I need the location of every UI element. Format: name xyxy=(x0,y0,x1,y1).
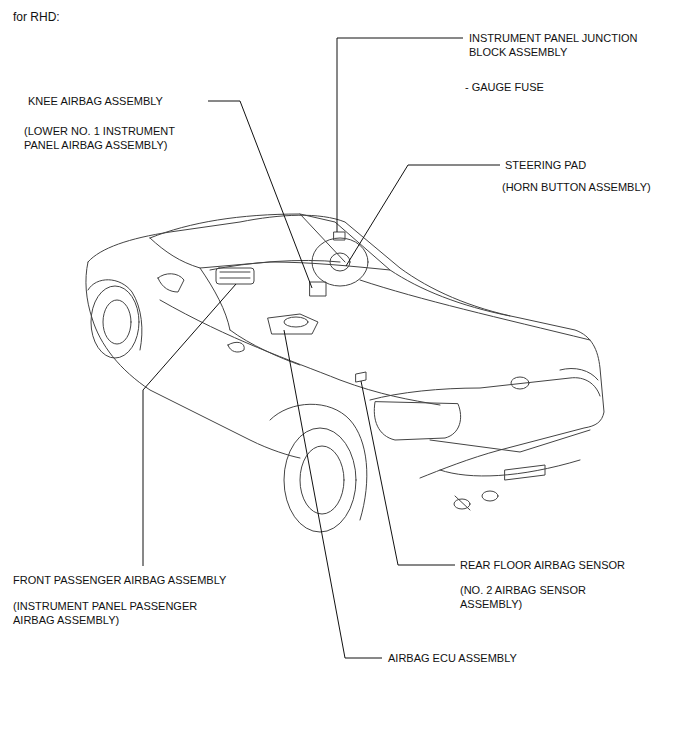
part-label: REAR FLOOR AIRBAG SENSOR xyxy=(460,558,625,572)
part-label: (INSTRUMENT PANEL PASSENGER AIRBAG ASSEM… xyxy=(13,599,225,627)
part-label: (HORN BUTTON ASSEMBLY) xyxy=(502,180,651,194)
part-label: (LOWER NO. 1 INSTRUMENT PANEL AIRBAG ASS… xyxy=(24,124,206,152)
part-label: STEERING PAD xyxy=(505,158,586,172)
part-label: AIRBAG ECU ASSEMBLY xyxy=(388,651,517,665)
diagram-title: for RHD: xyxy=(13,10,60,24)
part-label: KNEE AIRBAG ASSEMBLY xyxy=(28,94,163,108)
part-label: FRONT PASSENGER AIRBAG ASSEMBLY xyxy=(13,573,226,587)
part-label: - GAUGE FUSE xyxy=(465,80,544,94)
part-label: (NO. 2 AIRBAG SENSOR ASSEMBLY) xyxy=(460,583,632,611)
part-label: INSTRUMENT PANEL JUNCTION BLOCK ASSEMBLY xyxy=(469,31,659,59)
